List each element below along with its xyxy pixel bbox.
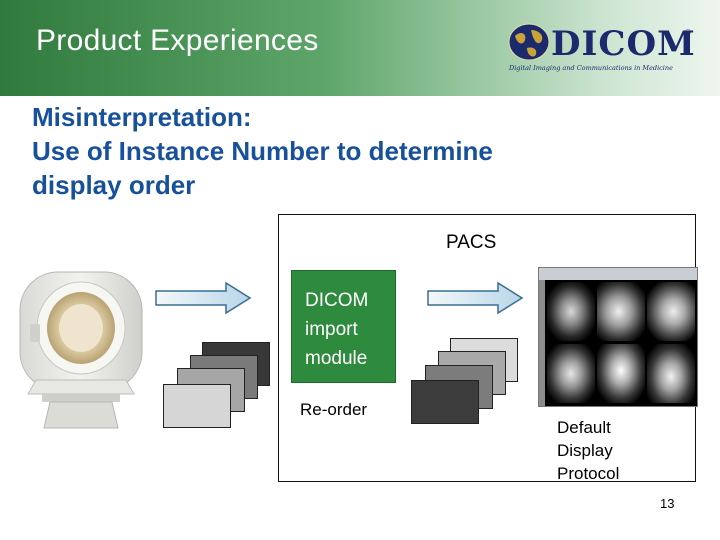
image-card <box>163 384 231 428</box>
mri-scanner-illustration <box>6 262 156 432</box>
page-number: 13 <box>660 496 675 511</box>
protocol-line: Display <box>557 441 613 460</box>
arrow-to-module <box>155 281 252 315</box>
logo-tagline: Digital Imaging and Communications in Me… <box>509 64 673 72</box>
mri-image-knee-coronal <box>547 344 595 403</box>
header-band <box>0 0 720 96</box>
mri-image-knee-coronal <box>647 344 695 403</box>
logo-wordmark: DICOM <box>551 24 696 64</box>
image-card <box>411 380 479 424</box>
mri-image-knee-coronal <box>597 344 645 403</box>
protocol-line: Protocol <box>557 464 620 483</box>
mri-image-knee-sagittal <box>597 282 645 341</box>
slide-heading: Misinterpretation: Use of Instance Numbe… <box>32 100 672 202</box>
mri-viewer-screenshot <box>538 267 698 407</box>
default-display-protocol-label: Default Display Protocol <box>557 416 619 485</box>
arrow-to-display <box>427 281 524 315</box>
logo-trademark: ® <box>685 28 691 37</box>
slide-section-title: Product Experiences <box>36 24 319 57</box>
viewer-sidebar <box>539 280 545 406</box>
module-line: DICOM <box>305 290 369 311</box>
module-line: import <box>305 319 358 340</box>
heading-line-2: Use of Instance Number to determine <box>32 136 493 166</box>
heading-line-3: display order <box>32 170 196 200</box>
protocol-line: Default <box>557 418 611 437</box>
dicom-import-module-label: DICOM import module <box>305 286 395 373</box>
reorder-label: Re-order <box>300 400 368 419</box>
dicom-import-module-box <box>291 270 396 383</box>
mri-image-knee-axial <box>547 282 595 341</box>
heading-line-1: Misinterpretation: <box>32 102 252 132</box>
pacs-label: PACS <box>446 232 497 253</box>
dicom-logo: DICOM ® Digital Imaging and Communicatio… <box>505 20 697 80</box>
module-line: module <box>305 348 368 369</box>
globe-icon <box>508 23 550 61</box>
mri-image-knee-sagittal <box>647 282 695 341</box>
viewer-toolbar <box>539 268 697 280</box>
